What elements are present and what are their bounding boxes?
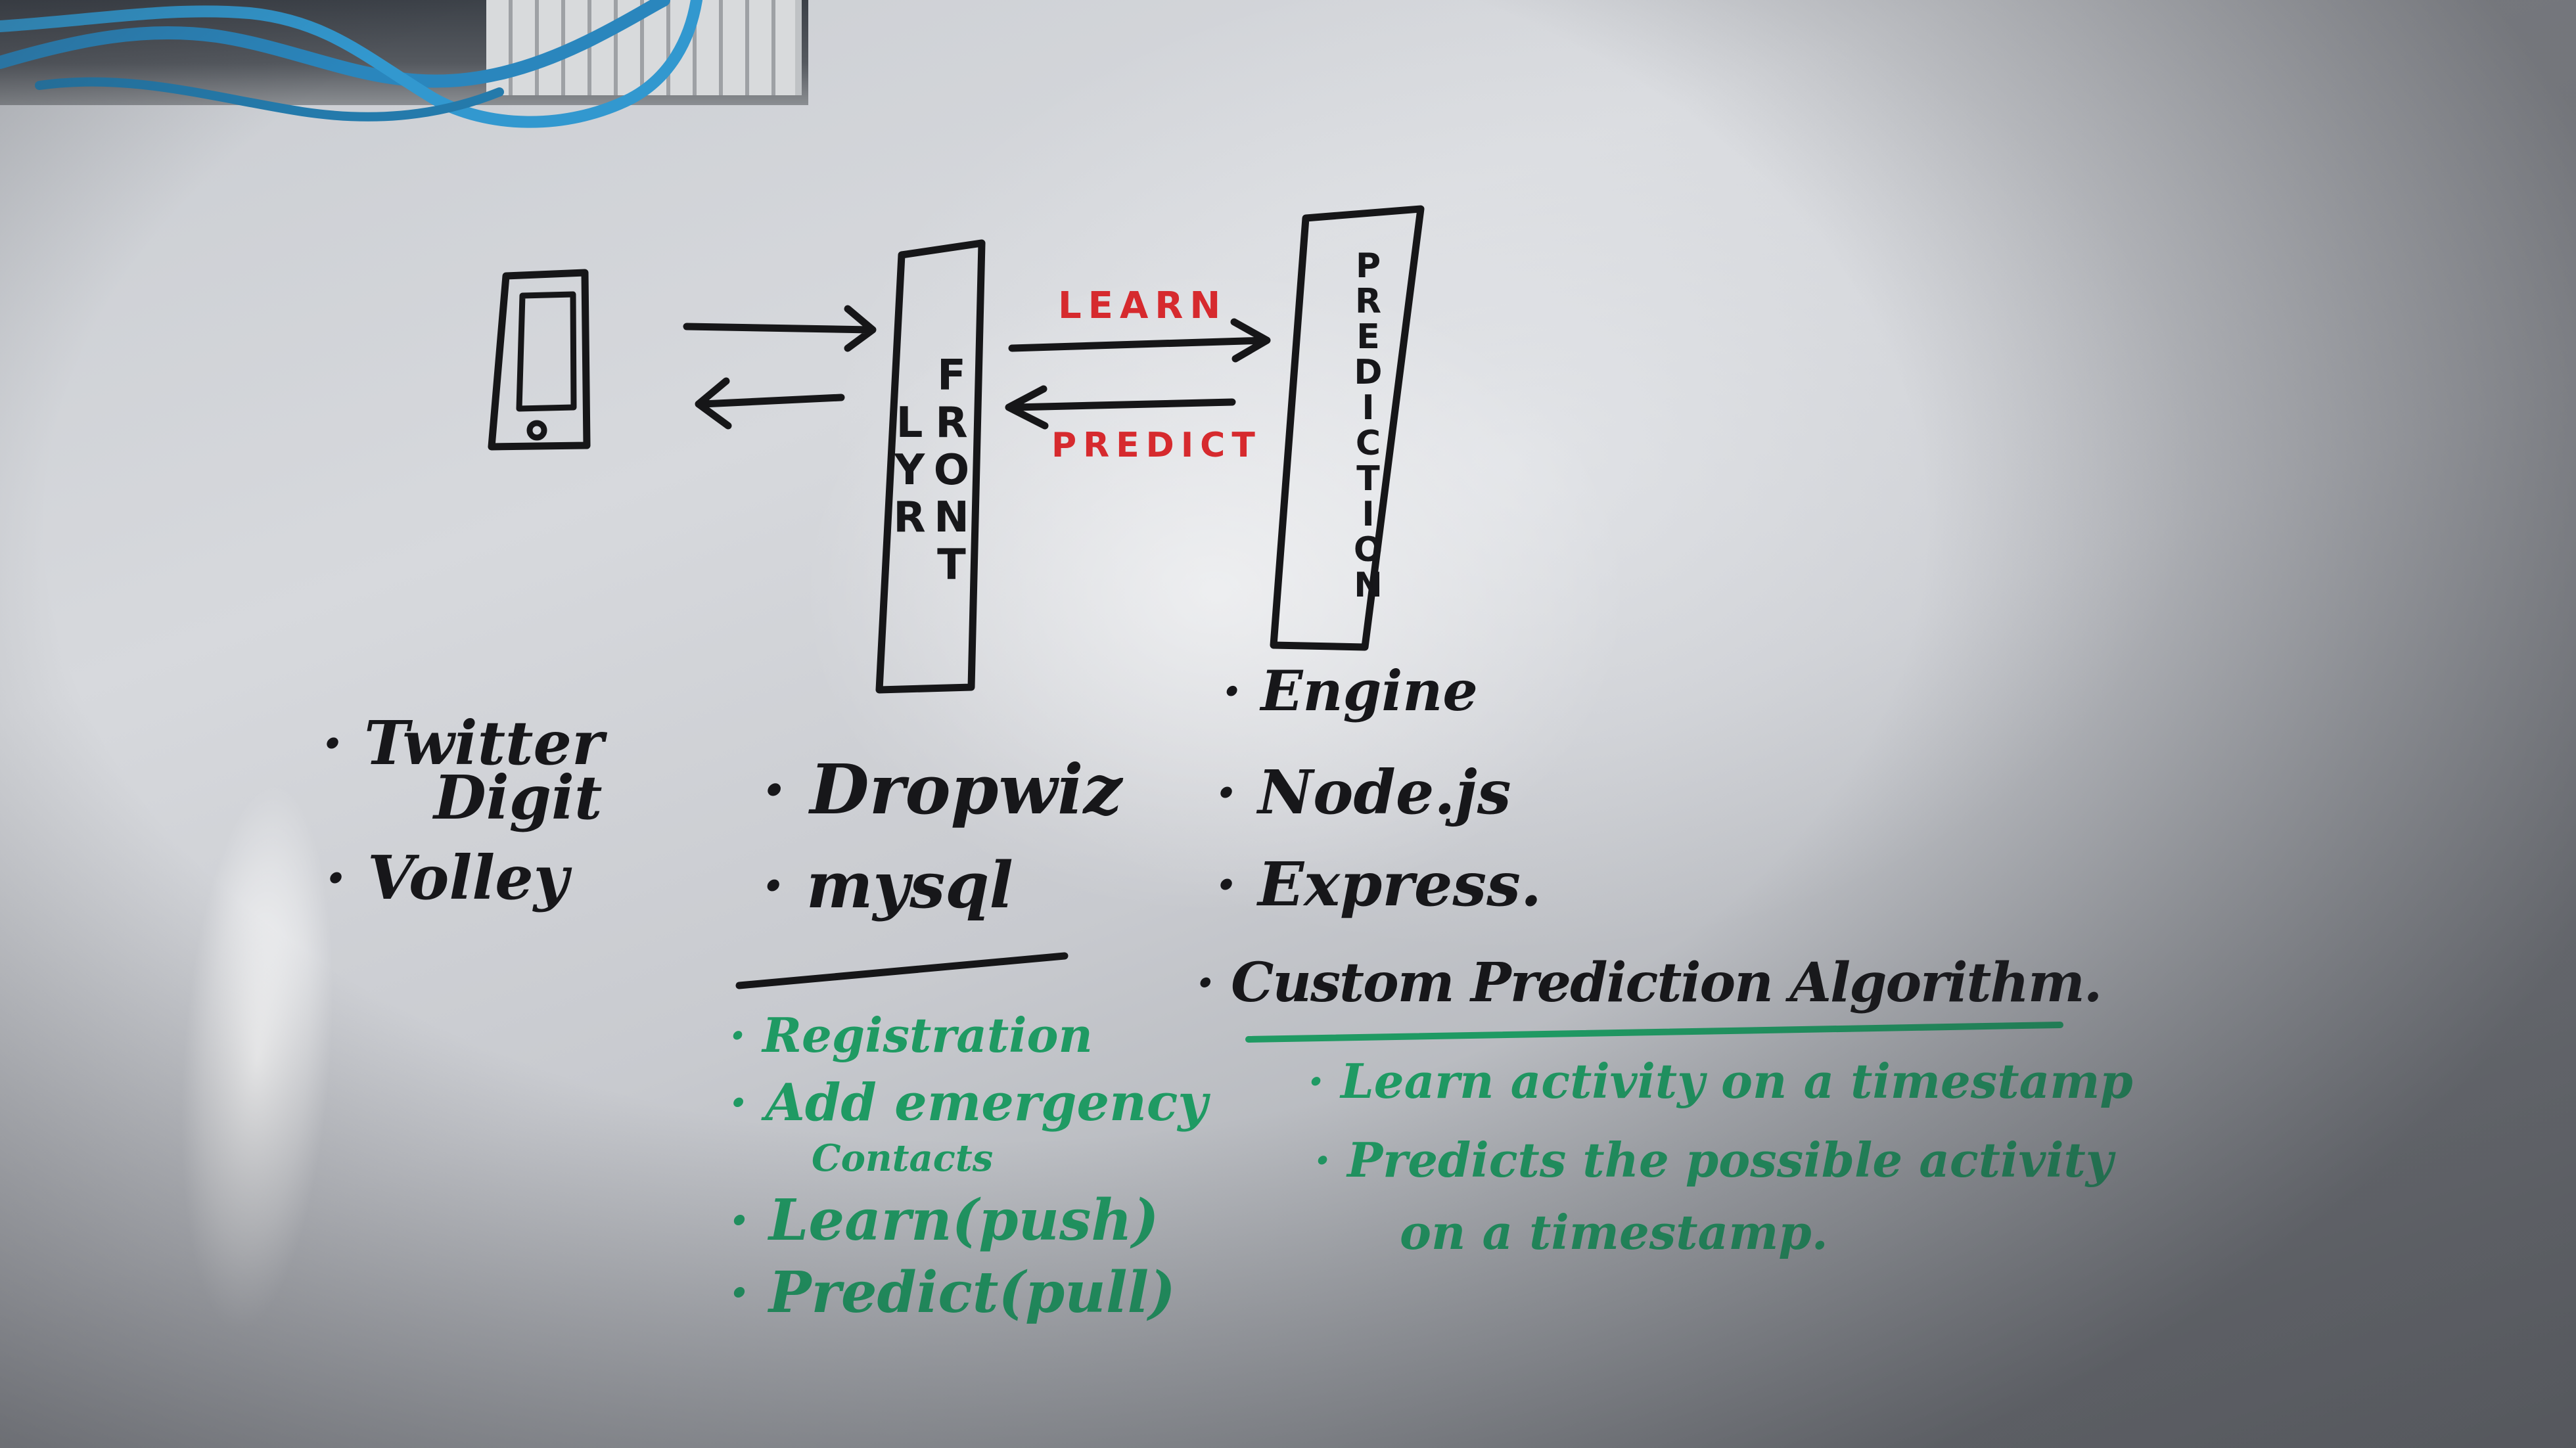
algorithm-underline — [1249, 1025, 2060, 1039]
front-feature-learn-push: · Learn(push) — [729, 1192, 1159, 1249]
phone-note-digit: Digit — [434, 767, 603, 828]
arrow-to-phone — [699, 381, 841, 426]
predict-arrow — [1009, 389, 1232, 426]
prediction-note-nodejs: · Node.js — [1216, 762, 1511, 823]
front-notes-divider — [739, 956, 1065, 985]
front-note-mysql: · mysql — [762, 854, 1013, 917]
predict-label: PREDICT — [1051, 428, 1262, 463]
front-feature-registration: · Registration — [729, 1012, 1093, 1059]
prediction-label: PREDICTION — [1300, 227, 1385, 621]
front-feature-predict-pull: · Predict(pull) — [729, 1265, 1176, 1321]
phone-icon — [492, 273, 587, 447]
prediction-note-algorithm: · Custom Prediction Algorithm. — [1196, 956, 2101, 1010]
learn-arrow — [1012, 322, 1267, 359]
arrow-to-front — [687, 309, 873, 348]
algorithm-feature-predicts: · Predicts the possible activity — [1314, 1137, 2113, 1184]
prediction-note-express: · Express. — [1216, 854, 1542, 915]
front-feature-contacts: Contacts — [812, 1140, 993, 1177]
learn-label: LEARN — [1058, 288, 1227, 325]
algorithm-feature-learn: · Learn activity on a timestamp — [1308, 1058, 2133, 1105]
algorithm-feature-timestamp: on a timestamp. — [1400, 1209, 1828, 1256]
front-note-dropwiz: · Dropwiz — [762, 756, 1122, 824]
front-feature-add-emergency: · Add emergency — [729, 1077, 1208, 1129]
prediction-note-engine: · Engine — [1222, 664, 1478, 719]
front-layer-label: FRONT LYR — [904, 266, 973, 673]
phone-note-volley: · Volley — [325, 848, 568, 908]
